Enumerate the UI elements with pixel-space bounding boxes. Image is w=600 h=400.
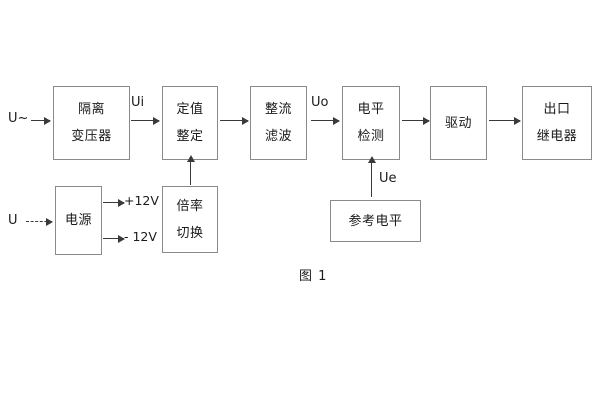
arrow-dc-input-to-power-supply [26,218,53,226]
block-line: 出口 [543,102,571,117]
block-rectify-filter: 整流 滤波 [250,86,307,160]
block-line: 隔离 [77,102,105,117]
block-isolation-transformer: 隔离 变压器 [53,86,130,160]
arrow-ac-input-to-isolation-transformer [31,117,51,125]
block-line: 滤波 [264,129,292,144]
block-line: 整流 [264,102,292,117]
block-line: 继电器 [536,129,578,144]
ue-label: Ue [379,171,397,186]
uo-label: Uo [311,95,329,110]
arrow-rectify-filter-to-level-detection [311,117,340,125]
ui-label: Ui [131,95,145,110]
arrow-power-supply-positive-rail [103,199,125,207]
block-reference-level: 参考电平 [330,200,421,242]
block-power-supply: 电源 [55,186,102,255]
supply-positive-label: +12V [124,193,159,208]
arrow-power-supply-negative-rail [103,235,125,243]
block-multiplier-switch: 倍率 切换 [162,186,218,253]
arrow-drive-to-output-relay [489,117,521,125]
arrow-isolation-transformer-to-setting-value [131,117,160,125]
block-line: 倍率 [176,198,204,214]
block-line: 参考电平 [348,213,403,229]
arrow-reference-level-to-level-detection [367,156,376,197]
block-line: 定值 [176,102,204,117]
block-line: 切换 [176,225,204,241]
block-setting-value: 定值 整定 [162,86,218,160]
block-line: 电平 [357,102,385,117]
arrow-multiplier-switch-to-setting-value [186,155,195,185]
figure-caption: 图 1 [299,269,328,284]
block-output-relay: 出口 继电器 [522,86,592,160]
arrow-level-detection-to-drive [402,117,430,125]
block-level-detection: 电平 检测 [342,86,400,160]
block-line: 整定 [176,129,204,144]
block-line: 电源 [64,213,92,228]
ac-input-label: U~ [8,111,29,126]
block-line: 检测 [357,129,385,144]
block-drive: 驱动 [430,86,487,160]
block-line: 驱动 [444,115,472,131]
supply-negative-label: - 12V [124,229,157,244]
block-line: 变压器 [71,129,112,144]
dc-input-label: U [8,213,18,228]
arrow-setting-value-to-rectify-filter [220,117,249,125]
